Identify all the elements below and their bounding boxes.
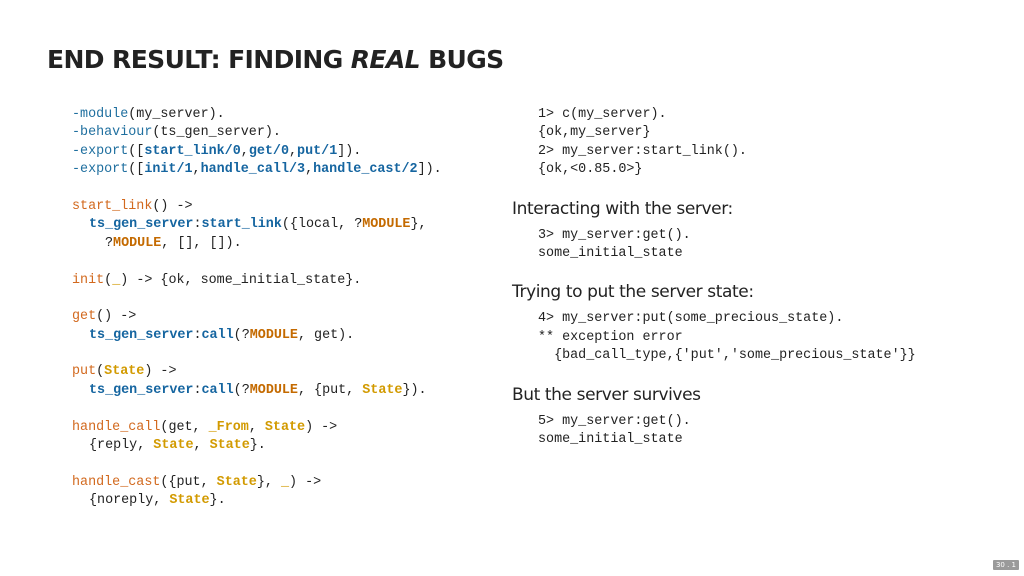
code-line: -export([start_link/0,get/0,put/1]). [72,143,362,159]
code-line: handle_cast({put, State}, _) -> [72,474,322,490]
code-line: {noreply, State}. [89,493,226,509]
code-line: -module(my_server). [72,107,225,122]
code-line: put(State) -> [72,364,177,380]
code-blank-line [72,180,442,198]
code-line: ts_gen_server:start_link({local, ?MODULE… [89,217,427,233]
code-line: start_link() -> [72,198,193,214]
code-line: ts_gen_server:call(?MODULE, get). [89,327,355,343]
slide-page-number: 30 . 1 [992,560,1019,570]
erlang-module-code: -module(my_server). -behaviour(ts_gen_ser… [72,106,442,511]
code-line: ?MODULE, [], []). [105,235,242,251]
code-blank-line [72,455,442,473]
code-blank-line [72,345,442,363]
code-line: {reply, State, State}. [89,438,266,454]
title-text: END RESULT: FINDING [47,45,351,74]
section-label-trying-put: Trying to put the server state: [512,282,754,303]
title-text-end: BUGS [420,45,504,74]
section-label-survives: But the server survives [512,384,701,405]
code-blank-line [72,400,442,418]
code-line: handle_call(get, _From, State) -> [72,419,338,435]
code-line: -export([init/1,handle_call/3,handle_cas… [72,162,442,178]
shell-block-put-error: 4> my_server:put(some_precious_state).**… [538,311,916,364]
section-label-interacting: Interacting with the server: [512,198,733,219]
code-blank-line [72,253,442,271]
title-emphasis: REAL [350,45,421,74]
code-line: init(_) -> {ok, some_initial_state}. [72,272,362,288]
shell-block-get: 3> my_server:get().some_initial_state [538,227,691,261]
code-line: get() -> [72,309,137,325]
shell-session-column: 1> c(my_server).{ok,my_server}2> my_serv… [512,106,916,455]
shell-block-compile: 1> c(my_server).{ok,my_server}2> my_serv… [538,107,747,178]
code-line: ts_gen_server:call(?MODULE, {put, State}… [89,382,427,398]
code-line: -behaviour(ts_gen_server). [72,125,281,141]
shell-block-get-again: 5> my_server:get().some_initial_state [538,413,691,447]
slide-title: END RESULT: FINDING REAL BUGS [47,45,504,74]
code-blank-line [72,290,442,308]
